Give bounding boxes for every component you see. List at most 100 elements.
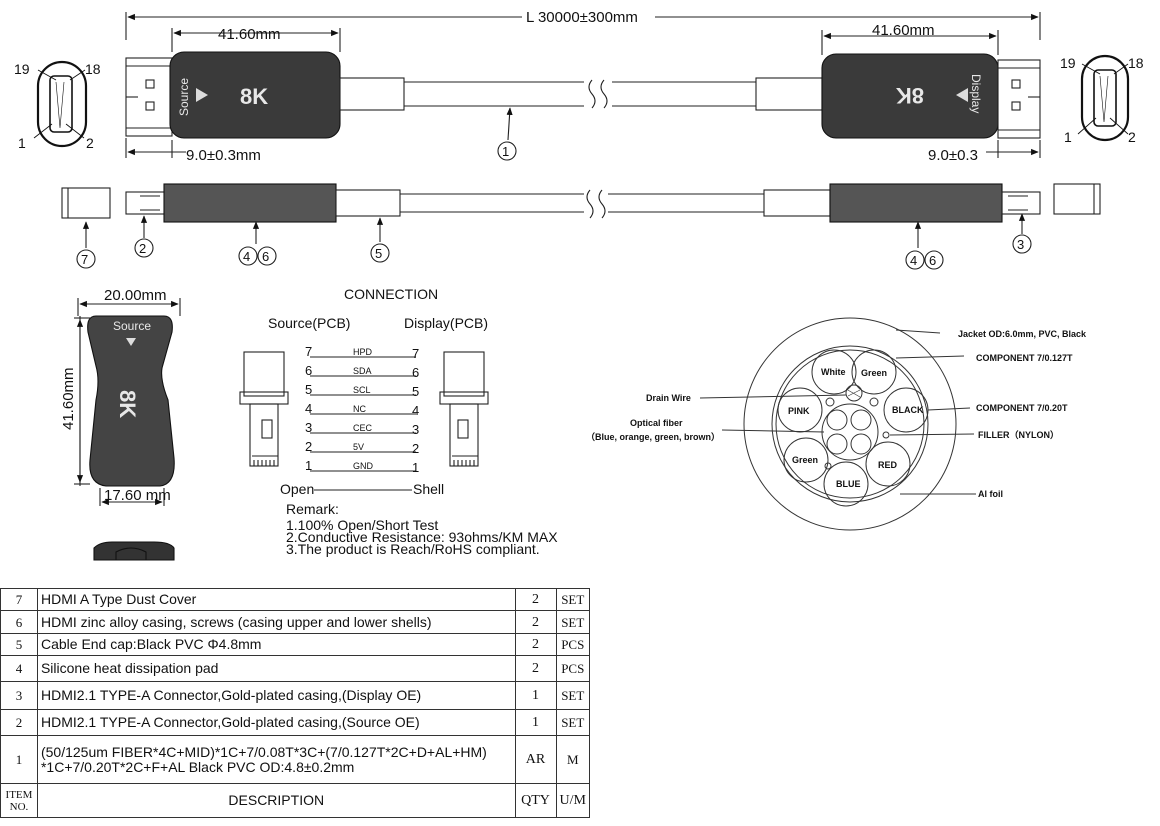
left-pin-19: 19 [14, 61, 30, 77]
plug-front-view [74, 298, 181, 561]
connection-source-head: Source(PCB) [268, 315, 350, 331]
right-end-view [1077, 54, 1130, 142]
dim-total-length: L 30000±300mm [526, 9, 638, 26]
wire-white: White [821, 367, 846, 377]
bom-item-no: 4 [0, 655, 38, 682]
dim-bottom: 17.60 mm [104, 487, 171, 504]
right-pin-1: 1 [1064, 129, 1072, 145]
dim-right-head: 9.0±0.3 [928, 147, 978, 164]
dim-height: 41.60mm [60, 367, 77, 430]
bom-description-line: *1C+7/0.20T*2C+F+AL Black PVC OD:4.8±0.2… [40, 758, 355, 775]
callout-3: 3 [1017, 237, 1024, 252]
plug-source-label: Source [177, 78, 191, 116]
bom-unit: M [555, 735, 591, 784]
side-view [61, 183, 1101, 270]
bom-description: Silicone heat dissipation pad [36, 655, 516, 682]
pin-right-number: 5 [412, 384, 419, 399]
connection-open: Open [280, 481, 314, 497]
pin-left-number: 6 [305, 363, 312, 378]
bom-unit: SET [555, 588, 591, 611]
wire-green-bottom: Green [792, 455, 818, 465]
bom-qty: 1 [514, 681, 557, 710]
label-fiber-colors: （Blue, orange, green, brown） [586, 432, 720, 442]
bom-unit: PCS [555, 655, 591, 682]
bom-item-no: 1 [0, 735, 38, 784]
label-al-foil: Al foil [978, 489, 1003, 499]
wire-blue: BLUE [836, 479, 861, 489]
pin-signal: HPD [353, 347, 373, 357]
pin-signal: SCL [353, 385, 371, 395]
wire-green-top: Green [861, 368, 887, 378]
pin-left-number: 4 [305, 401, 312, 416]
label-drain-wire: Drain Wire [646, 393, 691, 403]
callout-2: 2 [139, 241, 146, 256]
label-component-127: COMPONENT 7/0.127T [976, 353, 1073, 363]
pin-right-number: 6 [412, 365, 419, 380]
bom-unit: PCS [555, 633, 591, 656]
left-pin-2: 2 [86, 135, 94, 151]
right-pin-2: 2 [1128, 129, 1136, 145]
bom-unit: SET [555, 681, 591, 710]
label-optical-fiber: Optical fiber [630, 418, 683, 428]
callout-6-right: 6 [929, 253, 936, 268]
remark-line-2: 2.Conductive Resistance: 93ohms/KM MAX [286, 529, 558, 545]
pin-signal: SDA [353, 366, 372, 376]
left-pin-1: 1 [18, 135, 26, 151]
bom-description: Cable End cap:Black PVC Φ4.8mm [36, 633, 516, 656]
pin-left-number: 7 [305, 344, 312, 359]
dim-left-plug: 41.60mm [218, 26, 281, 43]
bom-qty: 2 [514, 633, 557, 656]
bom-header-qty: QTY [514, 783, 557, 818]
bom-description: HDMI2.1 TYPE-A Connector,Gold-plated cas… [36, 709, 516, 736]
pin-left-number: 2 [305, 439, 312, 454]
bom-qty: 2 [514, 610, 557, 634]
bom-item-no: 5 [0, 633, 38, 656]
connection-shell: Shell [413, 481, 444, 497]
bom-unit: SET [555, 709, 591, 736]
pin-signal: NC [353, 404, 366, 414]
pin-signal: 5V [353, 442, 364, 452]
wire-red: RED [878, 460, 898, 470]
bom-item-no: 7 [0, 588, 38, 611]
label-filler: FILLER（NYLON） [978, 430, 1059, 440]
plug-display-label: Display [969, 74, 983, 113]
callout-1: 1 [502, 144, 509, 159]
callout-7: 7 [81, 252, 88, 267]
remark-line-1: 1.100% Open/Short Test [286, 517, 438, 533]
cable-cross-section [699, 317, 976, 531]
bom-unit: SET [555, 610, 591, 634]
left-end-view [33, 60, 88, 148]
bom-header-description: DESCRIPTION [36, 783, 516, 818]
bom-qty: 1 [514, 709, 557, 736]
bom-header-um: U/M [555, 783, 591, 818]
bom-description: HDMI zinc alloy casing, screws (casing u… [36, 610, 516, 634]
left-pin-18: 18 [85, 61, 101, 77]
pin-right-number: 3 [412, 422, 419, 437]
bom-description: HDMI2.1 TYPE-A Connector,Gold-plated cas… [36, 681, 516, 710]
front-source-label: Source [113, 319, 151, 333]
pin-right-number: 7 [412, 346, 419, 361]
wire-black: BLACK [892, 405, 924, 415]
pin-right-number: 2 [412, 441, 419, 456]
dim-right-plug: 41.60mm [872, 22, 935, 39]
bom-item-no: 3 [0, 681, 38, 710]
right-pin-19: 19 [1060, 55, 1076, 71]
bom-qty: AR [514, 735, 557, 784]
callout-4-left: 4 [243, 249, 250, 264]
bom-description: (50/125um FIBER*4C+MID)*1C+7/0.08T*3C+(7… [36, 735, 516, 784]
pin-signal: GND [353, 461, 374, 471]
remark-line-3: 3.The product is Reach/RoHS compliant. [286, 541, 540, 557]
pin-right-number: 4 [412, 403, 419, 418]
dim-left-head: 9.0±0.3mm [186, 147, 261, 164]
